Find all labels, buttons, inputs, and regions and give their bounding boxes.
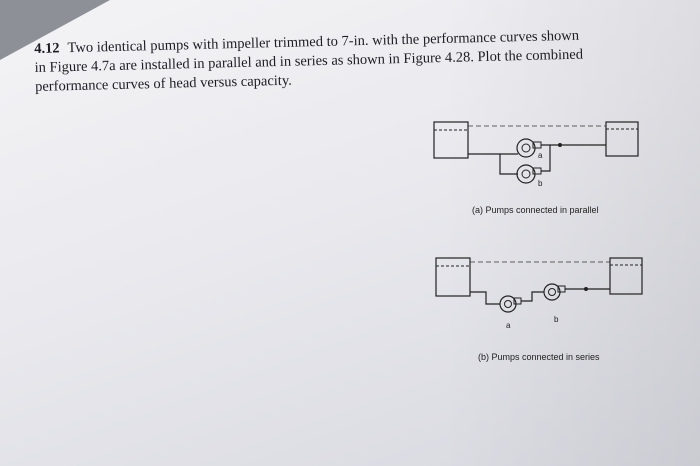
parallel-caption: (a) Pumps connected in parallel	[472, 205, 599, 215]
parallel-pumps-diagram: a b	[433, 121, 639, 188]
series-pumps-diagram: a b	[435, 257, 643, 330]
dark-corner	[0, 0, 110, 60]
left-tank	[435, 257, 471, 297]
left-tank	[433, 121, 469, 159]
right-tank	[609, 257, 643, 295]
pump-b-label: b	[538, 179, 543, 188]
problem-number: 4.12	[34, 40, 60, 57]
pump-b-label: b	[554, 315, 559, 324]
pump-a-icon	[499, 295, 522, 313]
pump-b-icon	[543, 283, 566, 301]
series-caption: (b) Pumps connected in series	[478, 352, 600, 362]
pump-a-label: a	[538, 151, 543, 160]
pump-a-label: a	[506, 321, 511, 330]
right-tank	[605, 121, 639, 157]
page-shadow	[440, 0, 700, 466]
